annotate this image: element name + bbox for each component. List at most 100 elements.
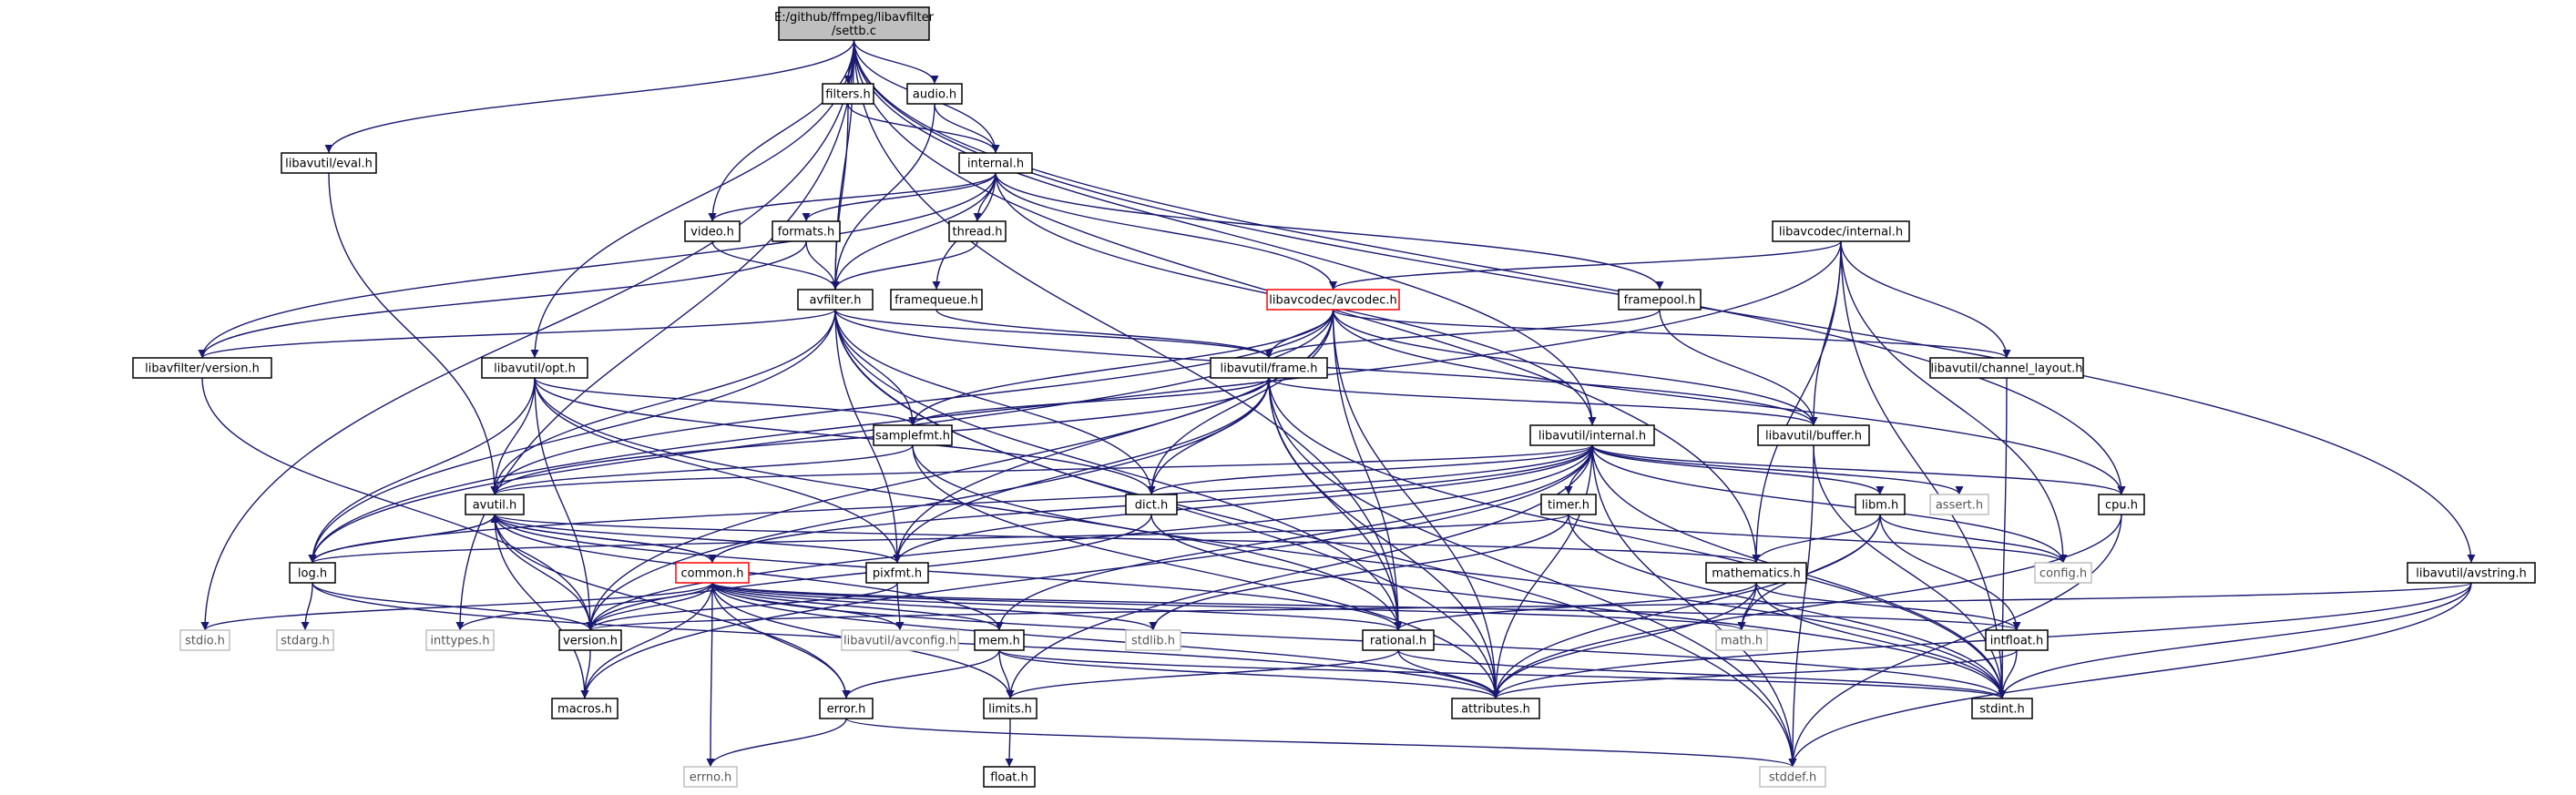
node-errno-h: errno.h: [683, 766, 738, 788]
edge-libavutil-internal-h-to-pixfmt-h: [893, 444, 1593, 564]
node-label: framepool.h: [1624, 294, 1696, 308]
edge-libavcodec-internal-h-to-config-h: [1840, 240, 2068, 564]
edge-common-h-to-error-h: [711, 582, 851, 699]
node-label: dict.h: [1135, 499, 1168, 513]
edge-avfilter-h-to-libavutil-frame-h: [834, 309, 1273, 359]
node-pixfmt-h[interactable]: pixfmt.h: [865, 562, 929, 584]
edge-common-h-to-rational-h: [711, 582, 1403, 631]
edge-cpu-h-to-stddef-h: [1788, 514, 2122, 768]
node-limits-h[interactable]: limits.h: [983, 698, 1038, 719]
node-float-h[interactable]: float.h: [983, 766, 1036, 788]
node-label: libm.h: [1862, 499, 1899, 513]
edge-common-h-to-errno-h: [706, 582, 715, 768]
edge-libavcodec-avcodec-h-to-dict-h: [1147, 309, 1334, 495]
node-libavutil-opt-h[interactable]: libavutil/opt.h: [481, 357, 588, 379]
node-framequeue-h[interactable]: framequeue.h: [890, 289, 983, 311]
node-libavutil-frame-h[interactable]: libavutil/frame.h: [1210, 357, 1328, 379]
node-libavutil-avstring-h[interactable]: libavutil/avstring.h: [2407, 562, 2536, 584]
node-log-h[interactable]: log.h: [289, 562, 336, 584]
node-settb[interactable]: E:/github/ffmpeg/libavfilter/settb.c: [774, 6, 935, 41]
node-assert-h: assert.h: [1929, 494, 1989, 515]
edge-log-h-to-avutil-h: [312, 514, 499, 564]
edge-log-h-to-stdarg-h: [301, 582, 313, 631]
node-libavutil-eval-h[interactable]: libavutil/eval.h: [281, 152, 377, 174]
node-libavcodec-internal-h[interactable]: libavcodec/internal.h: [1772, 220, 1910, 242]
edge-libm-h-to-config-h: [1879, 514, 2068, 564]
node-label: formats.h: [778, 226, 835, 240]
node-attributes-h[interactable]: attributes.h: [1451, 698, 1540, 719]
node-macros-h[interactable]: macros.h: [551, 698, 618, 719]
edge-common-h-to-mem-h: [711, 582, 1004, 631]
edge-avutil-h-to-macros-h: [494, 514, 589, 699]
edge-libavutil-frame-h-to-libavutil-buffer-h: [1268, 377, 1818, 426]
edge-intfloat-h-to-attributes-h: [1491, 649, 2018, 699]
node-libavfilter-version-h[interactable]: libavfilter/version.h: [132, 357, 272, 379]
edge-common-h-to-math-h: [711, 582, 1746, 631]
edge-libavutil-frame-h-to-version-h: [586, 377, 1270, 631]
node-common-h[interactable]: common.h: [675, 562, 750, 584]
edge-libavcodec-avcodec-h-to-libavutil-frame-h: [1264, 309, 1334, 359]
node-framepool-h[interactable]: framepool.h: [1618, 289, 1702, 311]
node-libavutil-internal-h[interactable]: libavutil/internal.h: [1529, 424, 1655, 446]
node-label: assert.h: [1936, 499, 1983, 513]
node-label: math.h: [1721, 635, 1763, 648]
edge-version-h-to-macros-h: [580, 649, 591, 699]
edge-libavutil-internal-h-to-cpu-h: [1591, 444, 2126, 495]
node-label: libavcodec/internal.h: [1779, 226, 1903, 240]
edge-avutil-h-to-version-h: [494, 514, 595, 631]
edge-framepool-h-to-libavutil-buffer-h: [1659, 309, 1818, 426]
edge-libavutil-buffer-h-to-stdint-h: [1813, 444, 2007, 699]
node-dict-h[interactable]: dict.h: [1125, 494, 1178, 515]
edge-libm-h-to-mathematics-h: [1752, 514, 1881, 564]
node-audio-h[interactable]: audio.h: [906, 83, 963, 105]
node-mem-h[interactable]: mem.h: [974, 629, 1025, 651]
node-version-h[interactable]: version.h: [558, 629, 622, 651]
node-label: libavutil/avconfig.h: [843, 635, 956, 648]
edge-libavutil-internal-h-to-attributes-h: [1491, 444, 1593, 699]
node-label: /settb.c: [832, 25, 876, 38]
edge-samplefmt-h-to-attributes-h: [912, 444, 1500, 699]
edge-thread-h-to-avfilter-h: [831, 240, 978, 290]
node-libavutil-buffer-h[interactable]: libavutil/buffer.h: [1757, 424, 1870, 446]
edge-avfilter-h-to-libavfilter-version-h: [198, 309, 836, 359]
node-label: mem.h: [978, 635, 1020, 648]
edge-timer-h-to-log-h: [308, 514, 1569, 564]
node-label: libavutil/eval.h: [285, 158, 373, 171]
node-stdint-h[interactable]: stdint.h: [1971, 698, 2033, 719]
node-internal-h[interactable]: internal.h: [958, 152, 1033, 174]
node-label: framequeue.h: [894, 294, 978, 308]
node-video-h[interactable]: video.h: [684, 220, 741, 242]
node-label: cpu.h: [2105, 499, 2138, 513]
edge-libavutil-opt-h-to-samplefmt-h: [534, 377, 917, 426]
node-libavutil-avconfig-h: libavutil/avconfig.h: [841, 629, 959, 651]
node-avutil-h[interactable]: avutil.h: [465, 494, 525, 515]
node-stdlib-h: stdlib.h: [1125, 629, 1181, 651]
node-samplefmt-h[interactable]: samplefmt.h: [873, 424, 953, 446]
node-libm-h[interactable]: libm.h: [1855, 494, 1906, 515]
node-intfloat-h[interactable]: intfloat.h: [1985, 629, 2049, 651]
node-label: libavutil/internal.h: [1538, 430, 1646, 443]
node-thread-h[interactable]: thread.h: [948, 220, 1007, 242]
edge-libavutil-opt-h-to-pixfmt-h: [534, 377, 902, 564]
edge-libavutil-internal-h-to-dict-h: [1147, 444, 1593, 495]
node-mathematics-h[interactable]: mathematics.h: [1705, 562, 1807, 584]
node-libavutil-channel-layout-h[interactable]: libavutil/channel_layout.h: [1929, 357, 2084, 379]
edge-libavutil-eval-h-to-avutil-h: [328, 172, 499, 495]
edge-internal-h-to-formats-h: [802, 172, 997, 222]
node-label: attributes.h: [1461, 703, 1530, 717]
edge-pixfmt-h-to-libavutil-avconfig-h: [895, 582, 905, 631]
node-error-h[interactable]: error.h: [819, 698, 874, 719]
edge-filters-h-to-internal-h: [847, 103, 1000, 154]
node-formats-h[interactable]: formats.h: [772, 220, 841, 242]
node-config-h: config.h: [2034, 562, 2092, 584]
node-cpu-h[interactable]: cpu.h: [2098, 494, 2145, 515]
edge-libavutil-avstring-h-to-version-h: [587, 582, 2472, 631]
node-rational-h[interactable]: rational.h: [1362, 629, 1435, 651]
node-filters-h[interactable]: filters.h: [822, 83, 874, 105]
node-avfilter-h[interactable]: avfilter.h: [797, 289, 874, 311]
node-libavcodec-avcodec-h[interactable]: libavcodec/avcodec.h: [1266, 289, 1400, 311]
node-label: version.h: [563, 635, 618, 648]
edge-filters-h-to-avfilter-h: [831, 103, 849, 290]
node-label: stdarg.h: [281, 635, 330, 648]
node-timer-h[interactable]: timer.h: [1540, 494, 1597, 515]
